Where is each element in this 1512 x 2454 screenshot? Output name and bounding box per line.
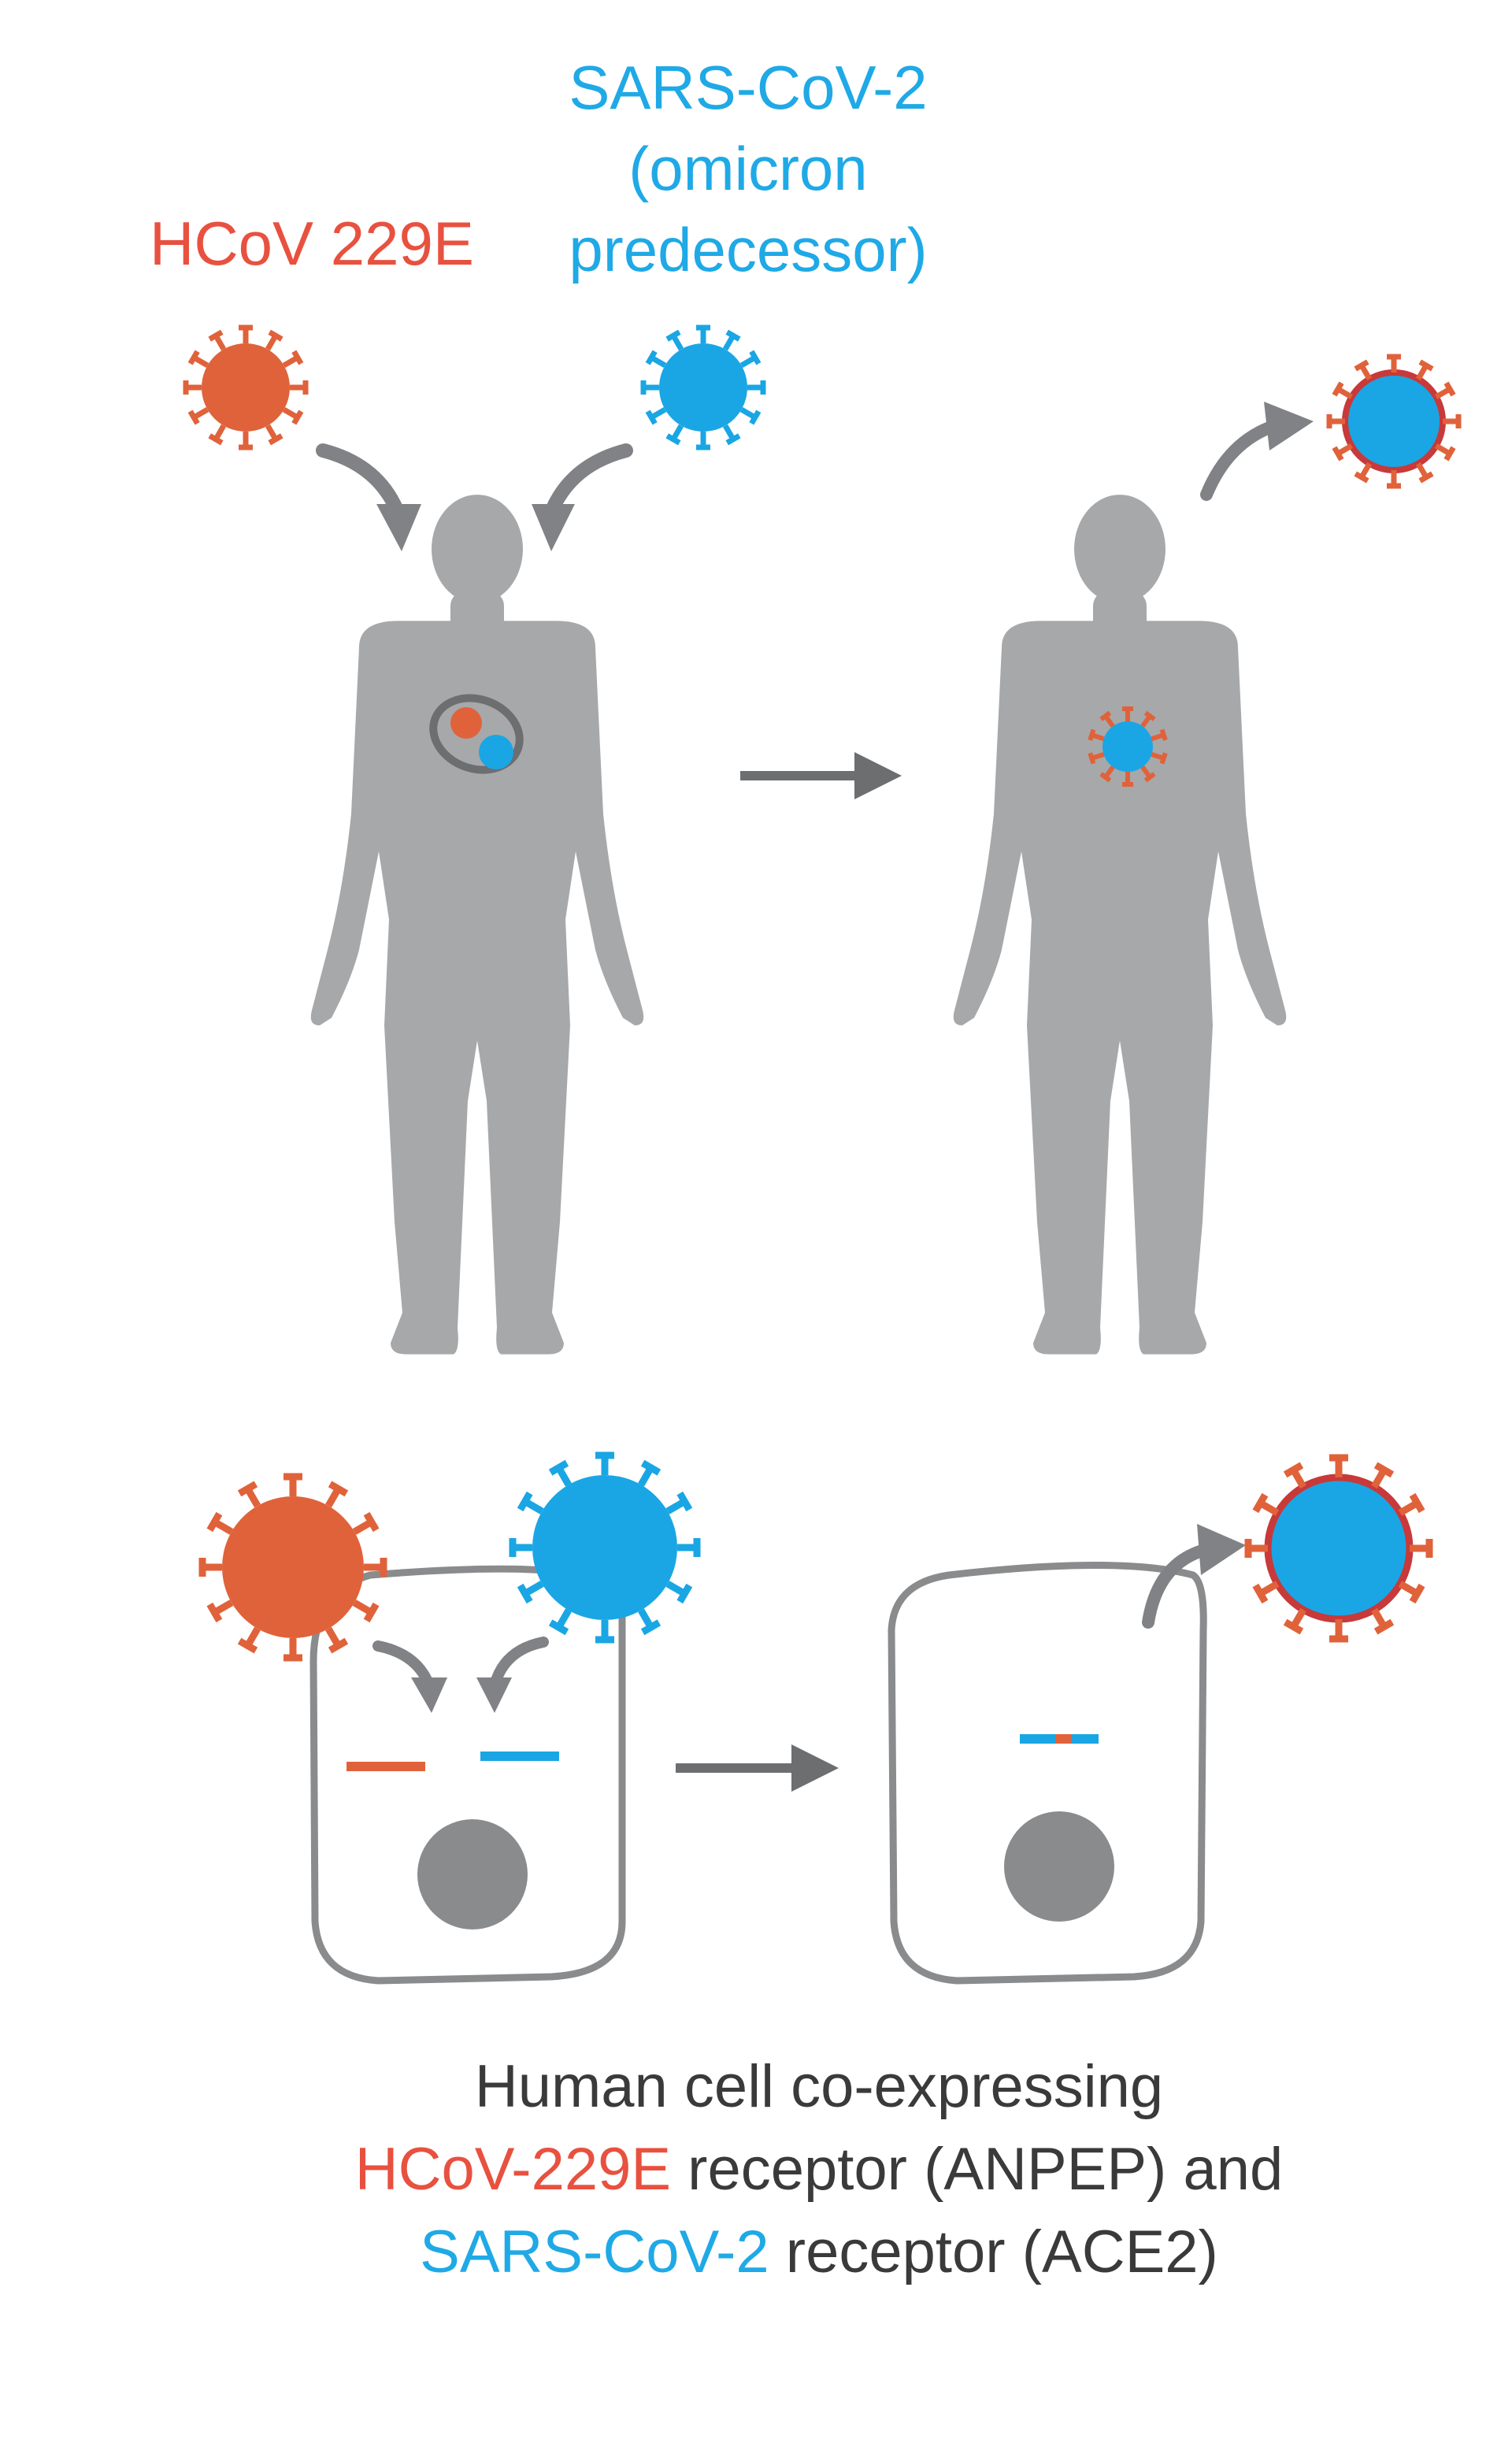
human-figure-icon-left (310, 495, 644, 1355)
exit-arrow-icon-bottom (1142, 1524, 1246, 1629)
caption-line3-rest: receptor (ACE2) (769, 2218, 1218, 2285)
nucleus-icon-left (417, 1819, 528, 1929)
caption-line3: SARS-CoV-2 receptor (ACE2) (236, 2211, 1402, 2294)
hcov-label: HCoV 229E (150, 209, 474, 278)
hcov-virus-icon-large (202, 1473, 384, 1658)
entry-arrows-icon (372, 1637, 549, 1713)
recombinant-virus-icon-top (1329, 354, 1458, 486)
cell-icon-right (888, 1562, 1207, 1985)
recombinant-virus-small-icon (1090, 706, 1166, 784)
sars-label-line1: SARS-CoV-2 (569, 53, 928, 122)
exit-arrow-icon-top (1200, 402, 1314, 501)
human-figure-icon-right (953, 495, 1287, 1355)
arrow-head-right-icon (532, 504, 575, 551)
caption-hcov-term: HCoV-229E (354, 2135, 672, 2203)
sars-label-line3: predecessor) (569, 214, 928, 284)
sars-label: SARS-CoV-2 (omicron predecessor) (543, 47, 953, 291)
arrow-head-left-icon (376, 504, 421, 551)
progress-arrow-icon-top (740, 752, 902, 799)
hcov-virus-icon (186, 324, 306, 447)
sars-label-line2: (omicron (628, 133, 868, 203)
coinfected-cell-icon (429, 694, 524, 774)
caption-line2: HCoV-229E receptor (ANPEP) and (236, 2129, 1402, 2211)
recombinant-virus-icon-bottom (1248, 1454, 1429, 1639)
sars-virus-icon-large (513, 1451, 697, 1640)
sars-virus-icon (643, 324, 763, 447)
infection-arrows-icon (316, 443, 633, 519)
caption-sars-term: SARS-CoV-2 (420, 2218, 769, 2285)
caption: Human cell co-expressing HCoV-229E recep… (236, 2046, 1402, 2294)
caption-line2-rest: receptor (ANPEP) and (671, 2135, 1284, 2203)
progress-arrow-icon-bottom (676, 1744, 839, 1792)
nucleus-icon-right (1004, 1811, 1114, 1922)
caption-line1: Human cell co-expressing (474, 2053, 1164, 2120)
